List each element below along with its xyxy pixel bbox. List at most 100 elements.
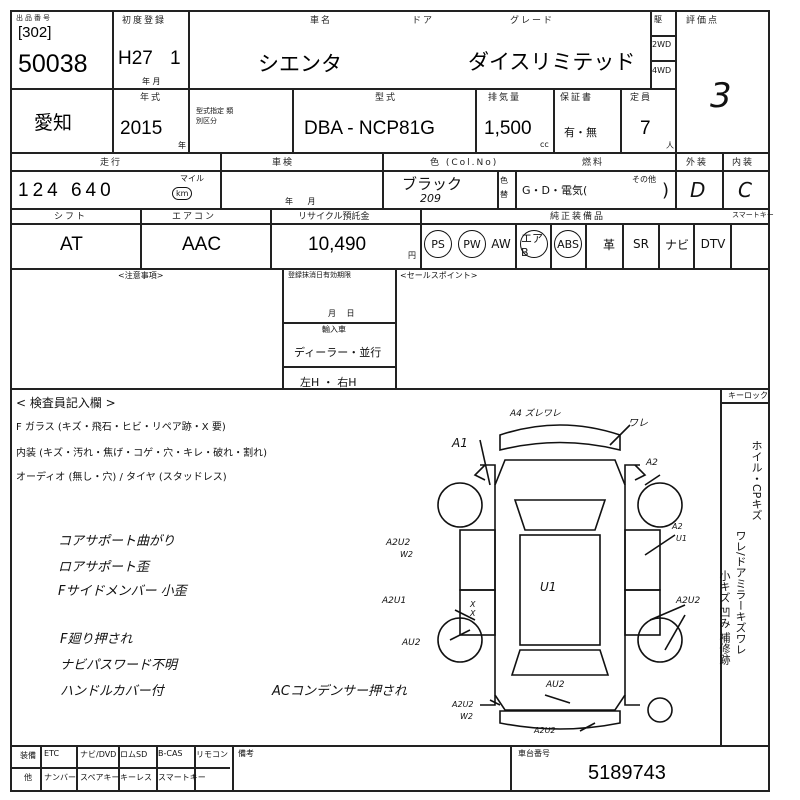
v-line-2 <box>188 10 190 88</box>
equipment-item: AW <box>491 237 511 251</box>
recycle: 10,490 <box>308 234 367 255</box>
mark-a2u2-right: A2U2 <box>676 596 701 606</box>
first-reg-month: 1 <box>170 48 181 69</box>
mark-w2-left: W2 <box>400 550 413 559</box>
eq-sep-3 <box>585 223 587 268</box>
eq-sep-7 <box>730 223 732 268</box>
frame-top <box>10 10 770 12</box>
mark-a2u1: A2U1 <box>382 596 407 606</box>
type-note: 型式指定 類別区分 <box>196 107 234 125</box>
v-line-6 <box>292 88 294 152</box>
footer-item: リモコン <box>196 750 228 759</box>
footer-item: キーレス <box>120 773 152 782</box>
eq-sep-6 <box>693 223 695 268</box>
drive-4wd: 4WD <box>652 66 672 75</box>
eq-sep-4 <box>622 223 624 268</box>
mark-u1-right: U1 <box>676 534 687 543</box>
v-line-13 <box>515 170 517 208</box>
fuel: G・D・電気( <box>522 184 588 197</box>
right-vertical-1: ホイル・CPキズ <box>750 440 763 521</box>
row-line-5 <box>10 388 770 390</box>
mark-a1: A1 <box>452 436 468 450</box>
import-value: ディーラー・並行 <box>294 346 382 359</box>
recycle-label: リサイクル預託金 <box>298 212 370 222</box>
capacity-unit: 人 <box>666 141 674 150</box>
v-line-14 <box>675 152 677 208</box>
footer-item: スマートキー <box>158 773 206 782</box>
color-no: 209 <box>420 192 441 205</box>
v-line-10 <box>220 152 222 208</box>
v-line-15 <box>722 152 724 208</box>
inspection-label: < 検査員記入欄 > <box>16 396 116 410</box>
right-vertical-3: 小キズ 凹み 補修跡 <box>718 570 731 665</box>
frame-left <box>10 10 12 790</box>
exterior-label: 外装 <box>686 158 709 168</box>
displacement: 1,500 <box>484 118 532 139</box>
v-line-20 <box>395 268 397 388</box>
score: 3 <box>710 76 732 116</box>
footer-item: ロムSD <box>120 750 148 759</box>
f-v-4 <box>76 745 78 790</box>
color-change: 色替 <box>500 176 508 199</box>
first-reg-label: 初度登録 <box>122 16 167 26</box>
mark-top-right: ワレ <box>628 418 648 429</box>
equipment-label: 純正装備品 <box>550 212 606 222</box>
f-v-7 <box>194 745 196 790</box>
footer-label-other: 他 <box>24 773 32 782</box>
v-line-1 <box>112 10 114 152</box>
equipment-item: PS <box>424 230 452 258</box>
frame-right <box>768 10 770 790</box>
hand-line-3: Fサイドメンバー 小歪 <box>58 584 187 599</box>
displacement-label: 排気量 <box>488 93 522 103</box>
inspection-unit: 年 月 <box>285 197 322 206</box>
hand-line-1: コアサポート曲がり <box>58 534 176 549</box>
footer-note-label: 備考 <box>238 749 254 758</box>
aircon-label: エアコン <box>172 212 217 222</box>
v-line-9 <box>620 88 622 152</box>
v-line-18 <box>420 208 422 268</box>
hand-line-4: F廻り押され <box>60 632 133 647</box>
capacity-label: 定員 <box>630 93 653 103</box>
v-line-4 <box>675 10 677 152</box>
hand-line-6: ハンドルカバー付 <box>60 684 164 699</box>
right-col-line <box>720 388 722 745</box>
drive-label: 駆 <box>654 15 662 24</box>
mark-au2-bottom: AU2 <box>546 680 565 690</box>
grade-label: グレード <box>510 16 555 26</box>
f-v-6 <box>156 745 158 790</box>
region: 愛知 <box>34 113 73 134</box>
lot-sub: [302] <box>18 24 52 41</box>
door-label: ドア <box>412 16 435 26</box>
eq-sep-1 <box>515 223 517 268</box>
footer-item: ナビ/DVD <box>80 750 117 759</box>
exterior: D <box>690 178 706 202</box>
mark-a2u2-bl: A2U2 <box>452 700 474 709</box>
aircon: AAC <box>182 234 222 255</box>
equipment-item: エアB <box>520 230 548 259</box>
capacity: 7 <box>640 118 651 139</box>
mark-a4: A4 ズレワレ <box>510 409 561 419</box>
mark-xx: X X <box>470 600 476 618</box>
notes-line-1 <box>282 322 395 324</box>
mark-a2u2-left: A2U2 <box>386 538 411 548</box>
keylock-label: キーロック <box>728 391 768 400</box>
notes-line-2 <box>282 366 395 368</box>
car-diagram <box>437 424 686 732</box>
car-name-label: 車名 <box>310 16 333 26</box>
row4-sub-line <box>10 223 770 225</box>
score-label: 評価点 <box>686 16 720 26</box>
equipment-item: SR <box>633 237 649 251</box>
fuel-label: 燃料 <box>582 158 605 168</box>
mark-u1-center: U1 <box>540 580 557 594</box>
lot-number: 50038 <box>18 50 88 78</box>
model-year: 2015 <box>120 118 163 139</box>
drive-divider <box>650 35 675 37</box>
eq-sep-2 <box>550 223 552 268</box>
first-reg-unit: 年 月 <box>142 77 161 86</box>
footer-mid-line <box>10 767 230 769</box>
equipment-item: 革 <box>602 237 615 252</box>
inspection-label: 車検 <box>272 158 295 168</box>
smart-key-label: スマートキー <box>732 211 774 219</box>
footer-item: スペアキー <box>80 773 120 782</box>
model-year-label: 年式 <box>140 93 163 103</box>
